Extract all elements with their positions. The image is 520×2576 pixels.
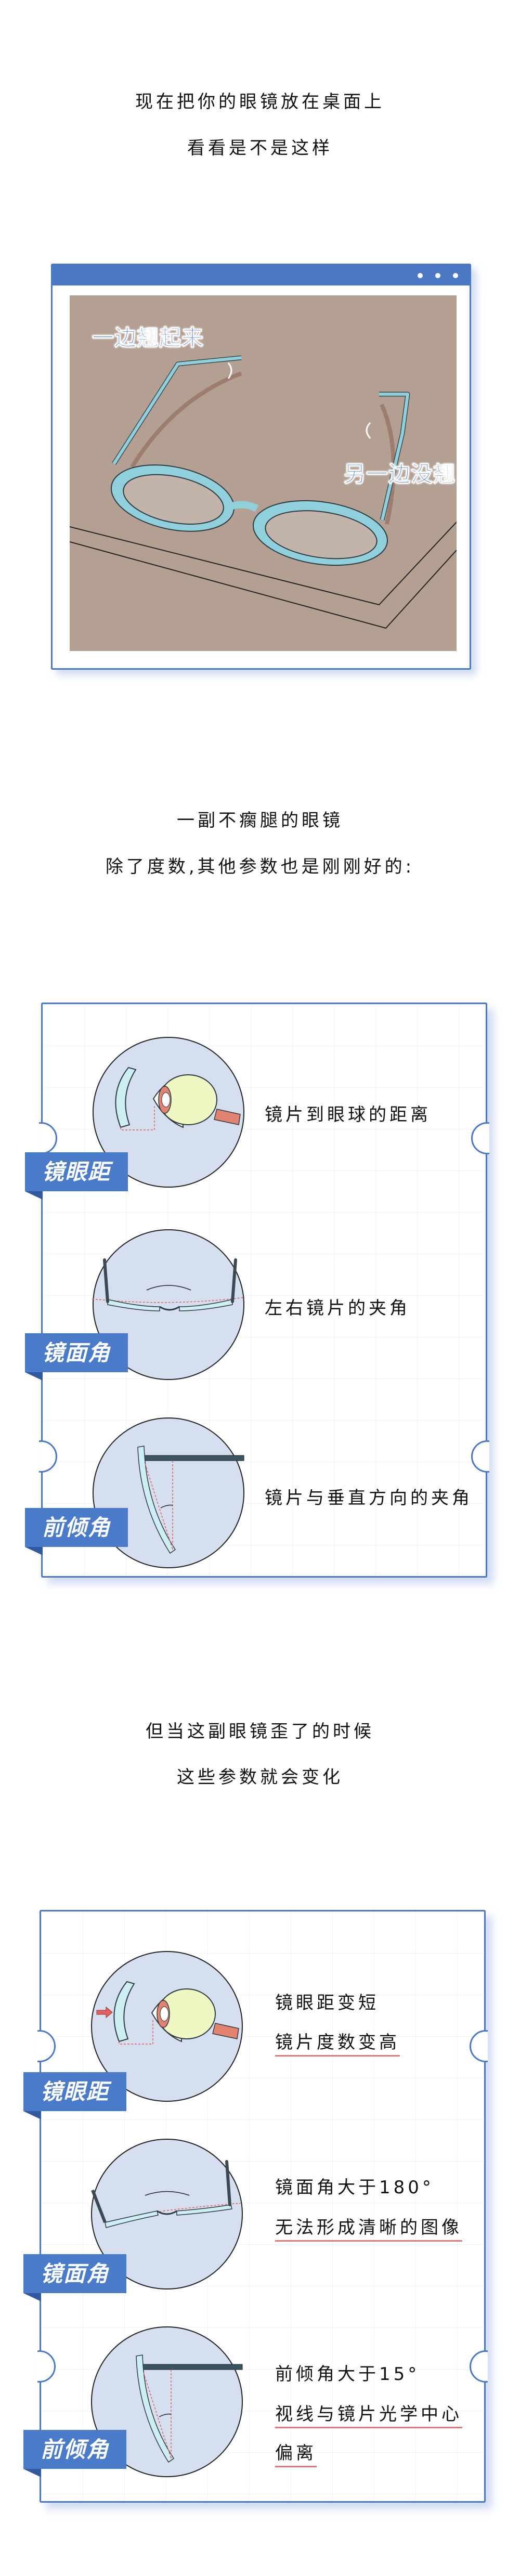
label-fold bbox=[23, 2293, 41, 2301]
lens-face-angle-illustration bbox=[92, 1229, 245, 1381]
ticket-notch bbox=[471, 1122, 503, 1154]
glasses-illustration-window: 一边翘起来 另一边没翘 bbox=[51, 264, 471, 670]
ticket-notch bbox=[23, 2350, 56, 2383]
parameter-label: 镜眼距 bbox=[23, 2072, 126, 2111]
parameter-label: 镜面角 bbox=[23, 2254, 126, 2293]
window-dot-icon bbox=[453, 273, 458, 278]
pantoscopic-tilt-illustration bbox=[90, 2326, 243, 2478]
tag-raised-side: 一边翘起来 bbox=[92, 325, 204, 351]
parameter-description: 偏离 bbox=[275, 2443, 317, 2467]
label-fold bbox=[25, 1191, 43, 1200]
label-fold bbox=[23, 2469, 41, 2477]
pantoscopic-tilt-illustration bbox=[92, 1417, 245, 1569]
parameter-description: 镜眼距变短 bbox=[275, 1993, 379, 2013]
section2-line-2: 除了度数,其他参数也是刚刚好的: bbox=[105, 856, 415, 877]
parameter-label: 前倾角 bbox=[25, 1508, 128, 1547]
section3-line-2: 这些参数就会变化 bbox=[177, 1767, 343, 1788]
window-dot-icon bbox=[435, 273, 440, 278]
parameter-label: 镜眼距 bbox=[25, 1152, 128, 1191]
parameters-card: 镜眼距 镜片到眼球的距离 镜面角 左右镜片的夹角 前倾角 镜片与垂直方向的夹角 bbox=[25, 1003, 487, 1578]
eye-distance-illustration bbox=[90, 1950, 243, 2102]
window-dot-icon bbox=[418, 273, 423, 278]
label-fold bbox=[23, 2111, 41, 2119]
parameter-description: 前倾角大于15° bbox=[275, 2364, 420, 2385]
parameter-description: 视线与镜片光学中心 bbox=[275, 2404, 462, 2428]
ticket-notch bbox=[25, 1440, 57, 1473]
parameter-description: 无法形成清晰的图像 bbox=[275, 2217, 462, 2242]
ticket-notch bbox=[23, 2030, 56, 2062]
ticket-notch bbox=[471, 1440, 503, 1473]
parameter-label: 镜面角 bbox=[25, 1333, 128, 1372]
ticket-notch bbox=[470, 2030, 502, 2062]
eye-distance-illustration bbox=[92, 1036, 245, 1188]
intro-line-2: 看看是不是这样 bbox=[187, 138, 333, 159]
intro-line-1: 现在把你的眼镜放在桌面上 bbox=[135, 92, 385, 112]
window-title-bar bbox=[53, 265, 470, 285]
label-fold bbox=[25, 1372, 43, 1381]
parameter-description: 镜片与垂直方向的夹角 bbox=[265, 1488, 473, 1508]
lens-face-angle-illustration bbox=[90, 2138, 243, 2290]
parameter-description: 镜片到眼球的距离 bbox=[265, 1104, 431, 1125]
changed-parameters-card: 镜眼距 镜眼距变短镜片度数变高 镜面角 镜面角大于180° 无法形成清晰的图像 前倾角… bbox=[23, 1910, 486, 2503]
section2-line-1: 一副不瘸腿的眼镜 bbox=[177, 810, 343, 831]
parameter-description: 镜面角大于180° bbox=[275, 2177, 434, 2198]
glasses-on-table-image: 一边翘起来 另一边没翘 bbox=[70, 295, 457, 651]
parameter-description: 左右镜片的夹角 bbox=[265, 1298, 410, 1319]
section3-line-1: 但当这副眼镜歪了的时候 bbox=[146, 1721, 374, 1742]
ticket-notch bbox=[25, 1122, 57, 1154]
parameter-description: 镜片度数变高 bbox=[275, 2032, 400, 2057]
label-fold bbox=[25, 1547, 43, 1555]
tag-flat-side: 另一边没翘 bbox=[343, 461, 456, 487]
ticket-notch bbox=[470, 2350, 502, 2383]
parameter-label: 前倾角 bbox=[23, 2430, 126, 2469]
glasses-drawing bbox=[70, 355, 457, 629]
